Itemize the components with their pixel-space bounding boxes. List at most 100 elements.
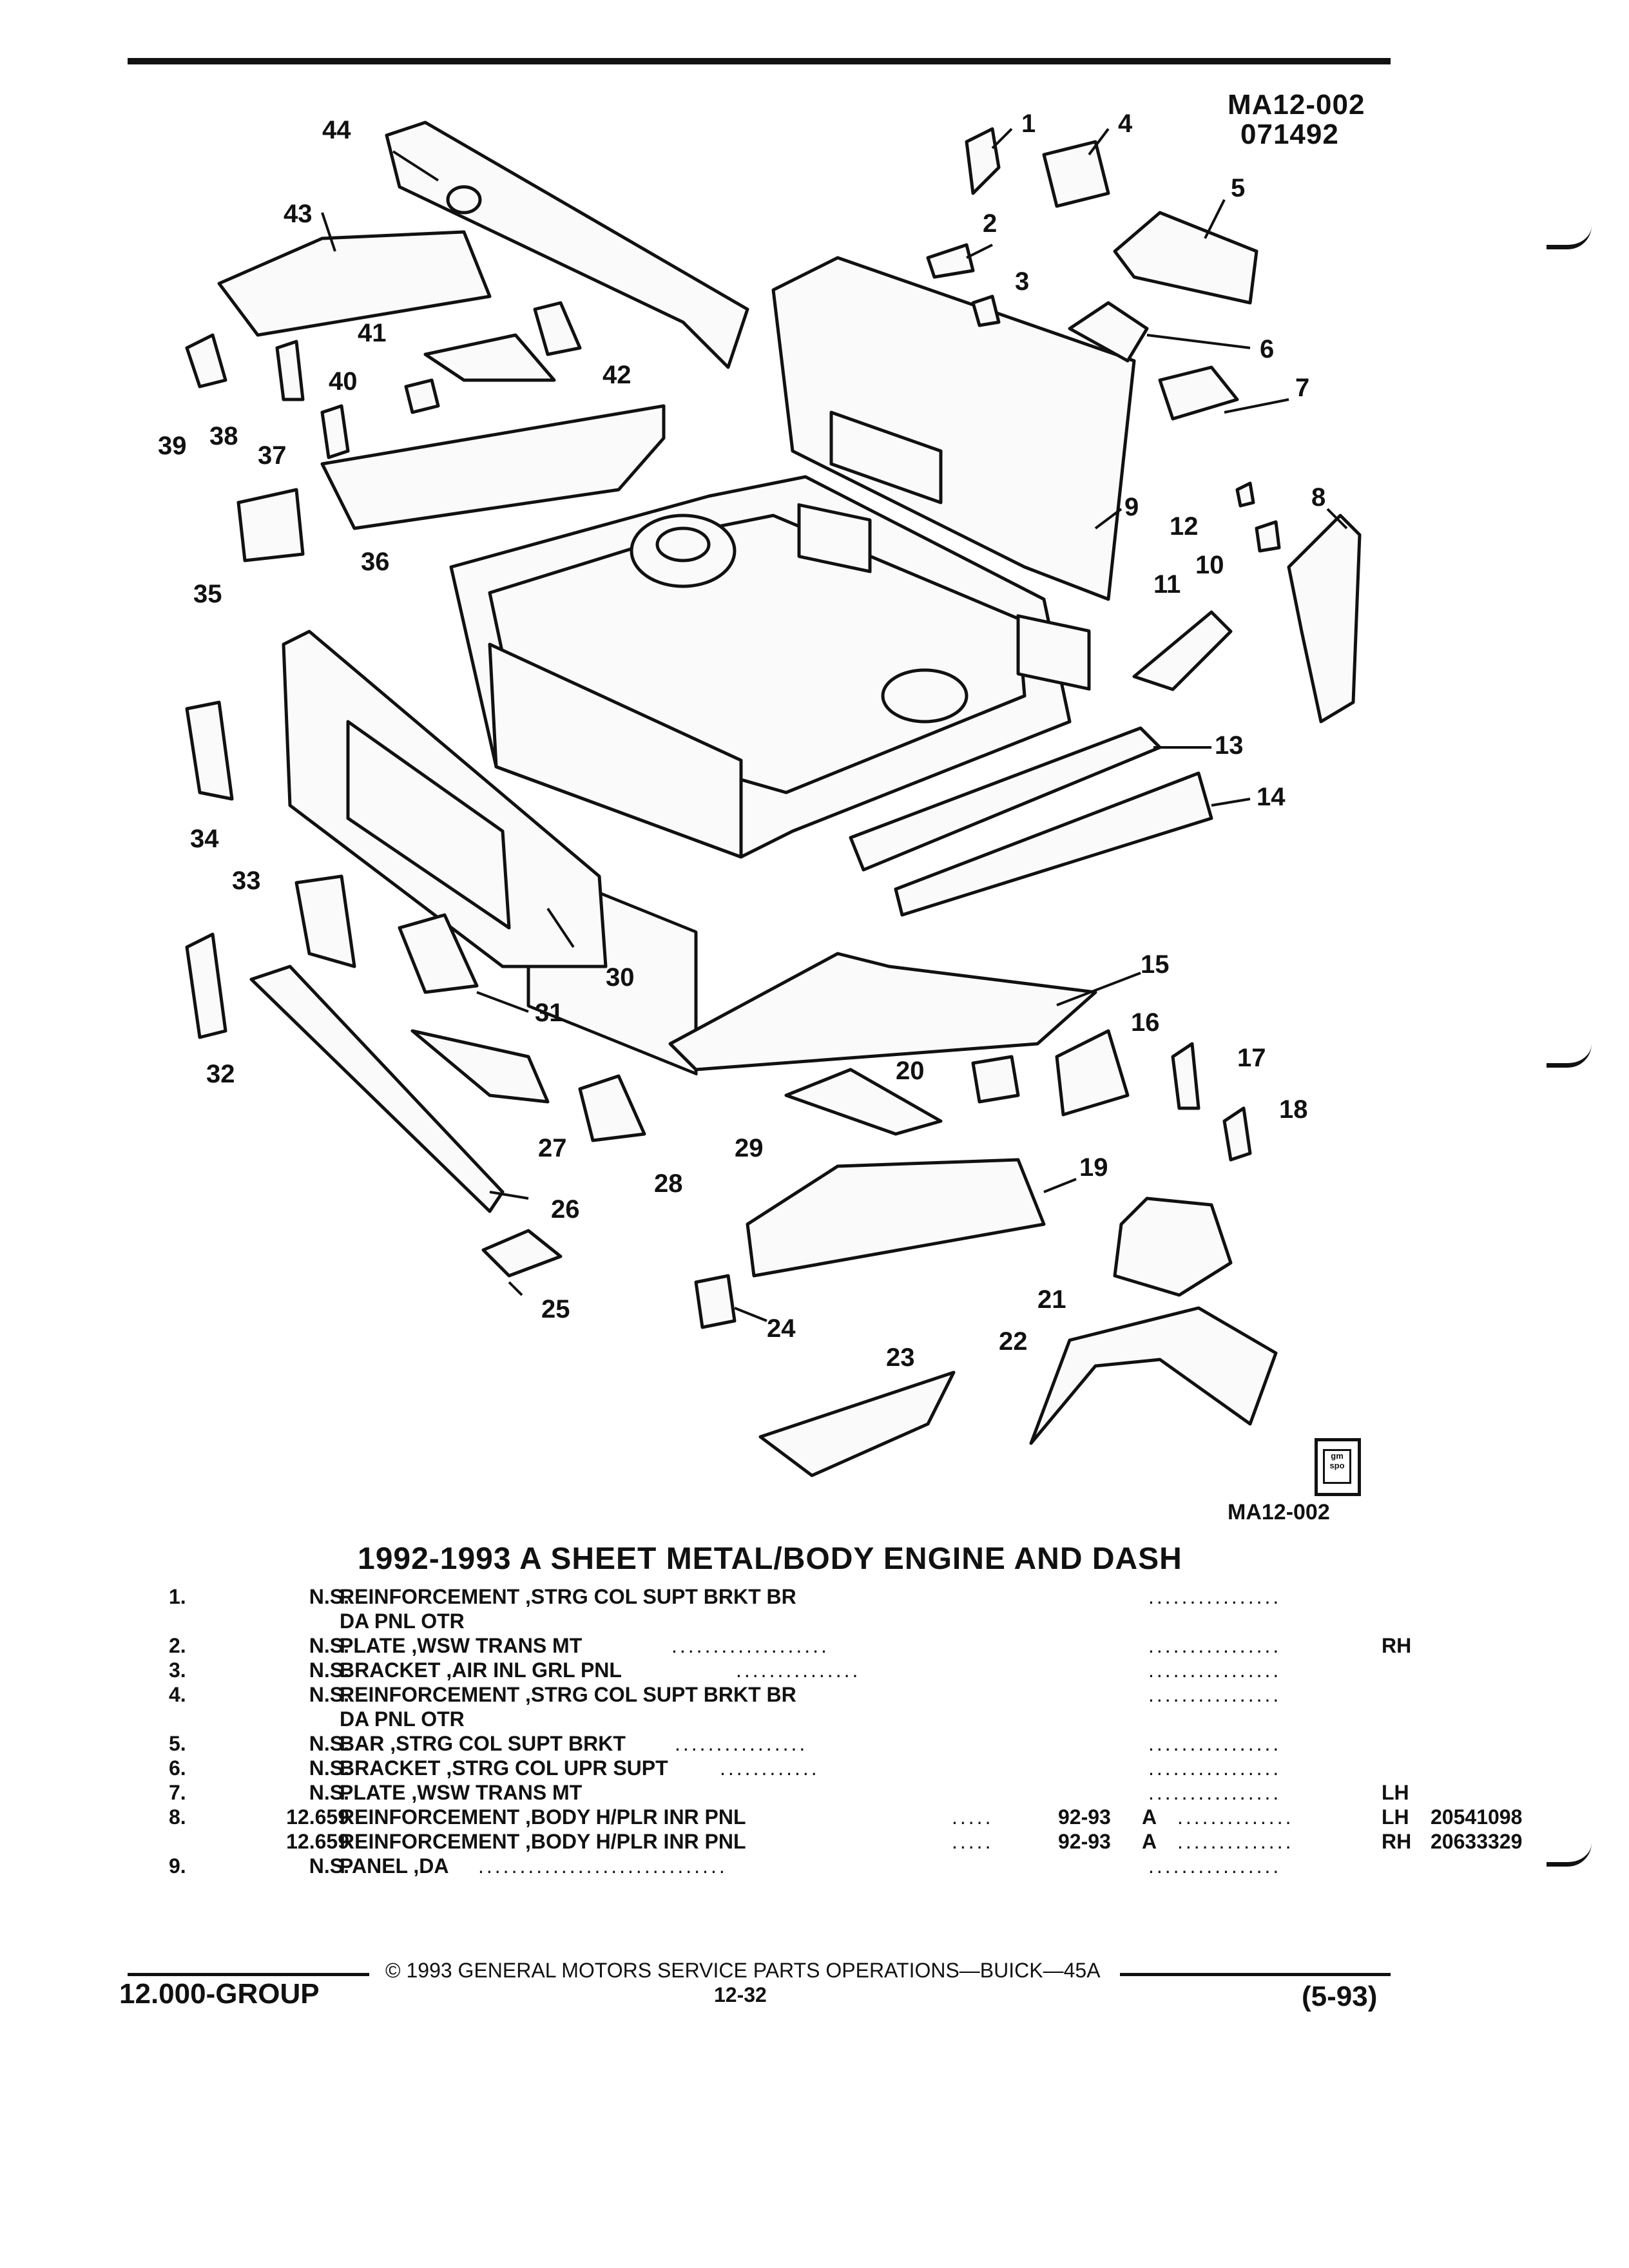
callout-36: 36 [361, 548, 390, 576]
item-series: A [1142, 1805, 1157, 1829]
item-description: BAR ,STRG COL SUPT BRKT [340, 1732, 626, 1755]
cowl-panel-44 [385, 120, 749, 369]
leader-lines [321, 128, 1348, 1322]
callout-38: 38 [209, 422, 238, 450]
item-side: LH [1382, 1781, 1409, 1804]
callout-20: 20 [896, 1057, 925, 1085]
callout-16: 16 [1131, 1008, 1160, 1037]
callout-32: 32 [206, 1060, 235, 1088]
bracket-31 [398, 913, 479, 994]
binder-punch-mark [1547, 1843, 1592, 1867]
callout-3: 3 [1015, 267, 1029, 296]
plate-7 [1158, 365, 1239, 421]
leader-dots: .............. [1177, 1830, 1294, 1853]
dash-panel-9 [771, 256, 1136, 691]
frame-rail-14 [894, 771, 1213, 917]
item-part-number: 20633329 [1431, 1830, 1523, 1853]
callout-27: 27 [538, 1134, 567, 1162]
callout-34: 34 [190, 825, 219, 853]
callout-7: 7 [1295, 374, 1309, 402]
item-description: PANEL ,DA [340, 1854, 449, 1878]
bracket-24 [694, 1274, 737, 1329]
item-price: N.S. [309, 1732, 349, 1755]
binder-punch-mark [1547, 1044, 1592, 1068]
bracket-11 [1132, 610, 1233, 691]
bracket-16 [1055, 1029, 1130, 1117]
bracket-38 [275, 340, 305, 401]
callout-44: 44 [322, 116, 351, 144]
callout-18: 18 [1279, 1095, 1308, 1124]
item-description-continued: DA PNL OTR [340, 1707, 465, 1731]
callout-5: 5 [1231, 174, 1245, 202]
item-description-continued: DA PNL OTR [340, 1610, 465, 1633]
wheelhouse-19 [746, 1158, 1046, 1278]
panel-23 [758, 1370, 956, 1477]
leader-dots: ................ [1148, 1732, 1282, 1755]
leader-dots: ................... [671, 1634, 829, 1657]
callout-25: 25 [541, 1295, 570, 1323]
item-number: 5. [169, 1732, 186, 1755]
item-price: N.S. [309, 1585, 349, 1608]
item-number: 8. [169, 1805, 186, 1829]
item-description: REINFORCEMENT ,STRG COL SUPT BRKT BR [340, 1585, 796, 1608]
item-number: 4. [169, 1683, 186, 1706]
leader-dots: ................ [1148, 1756, 1282, 1780]
bar-5 [1113, 211, 1258, 305]
reinforcement-8 [1287, 514, 1362, 724]
footer-rule-right [1120, 1973, 1391, 1976]
item-years: 92-93 [1058, 1830, 1111, 1853]
bracket-29 [784, 1068, 943, 1136]
item-description: BRACKET ,AIR INL GRL PNL [340, 1658, 622, 1682]
callout-12: 12 [1170, 512, 1199, 541]
callout-31: 31 [535, 999, 564, 1027]
bracket-42 [533, 301, 582, 356]
footer-page-number: 12-32 [714, 1983, 767, 2006]
callout-28: 28 [654, 1169, 683, 1198]
callout-14: 14 [1257, 783, 1286, 811]
item-side: LH [1382, 1805, 1409, 1829]
item-number: 7. [169, 1781, 186, 1804]
callout-9: 9 [1124, 493, 1139, 521]
item-side: RH [1382, 1634, 1412, 1657]
callout-10: 10 [1195, 551, 1224, 579]
item-number: 2. [169, 1634, 186, 1657]
callout-15: 15 [1141, 950, 1170, 979]
bracket-32 [185, 932, 227, 1039]
item-price: N.S. [309, 1658, 349, 1682]
callout-22: 22 [999, 1327, 1028, 1356]
callout-6: 6 [1260, 335, 1274, 363]
footer-copyright: © 1993 GENERAL MOTORS SERVICE PARTS OPER… [385, 1959, 1101, 1982]
callout-4: 4 [1118, 110, 1133, 138]
bracket-20 [971, 1055, 1020, 1104]
bracket-4 [1042, 140, 1110, 208]
exploded-parts-diagram: 1 2 3 4 5 6 7 8 9 10 11 12 13 14 15 16 1… [158, 110, 1362, 1477]
bracket-41 [423, 333, 556, 382]
bracket-28 [578, 1074, 646, 1142]
callout-13: 13 [1215, 731, 1244, 760]
callout-37: 37 [258, 441, 287, 470]
figure-code-bottom: MA12-002 [1228, 1500, 1330, 1524]
wheelhouse-22 [1029, 1306, 1278, 1445]
top-rule [128, 58, 1391, 64]
shock-tower-21 [1113, 1196, 1233, 1297]
callout-19: 19 [1079, 1153, 1108, 1182]
section-title: 1992-1993 A SHEET METAL/BODY ENGINE AND … [358, 1542, 1182, 1576]
leader-dots: ............... [736, 1658, 861, 1682]
item-number: 3. [169, 1658, 186, 1682]
leader-dots: ................ [1148, 1683, 1282, 1706]
item-price: 12.659 [286, 1830, 349, 1853]
rail-26 [249, 965, 505, 1213]
binder-punch-mark [1547, 226, 1592, 249]
leader-dots: ................ [675, 1732, 808, 1755]
footer-revision-date: (5-93) [1302, 1981, 1378, 2012]
bracket-27 [410, 1029, 550, 1104]
item-price: N.S. [309, 1756, 349, 1780]
leader-dots: ................ [1148, 1585, 1282, 1608]
item-description: BRACKET ,STRG COL UPR SUPT [340, 1756, 668, 1780]
callout-33: 33 [232, 867, 261, 895]
item-description: PLATE ,WSW TRANS MT [340, 1634, 583, 1657]
clip-10 [1255, 520, 1281, 553]
callout-labels: 1 2 3 4 5 6 7 8 9 10 11 12 13 14 15 16 1… [158, 110, 1325, 1372]
callout-8: 8 [1311, 483, 1325, 512]
item-price: N.S. [309, 1854, 349, 1878]
